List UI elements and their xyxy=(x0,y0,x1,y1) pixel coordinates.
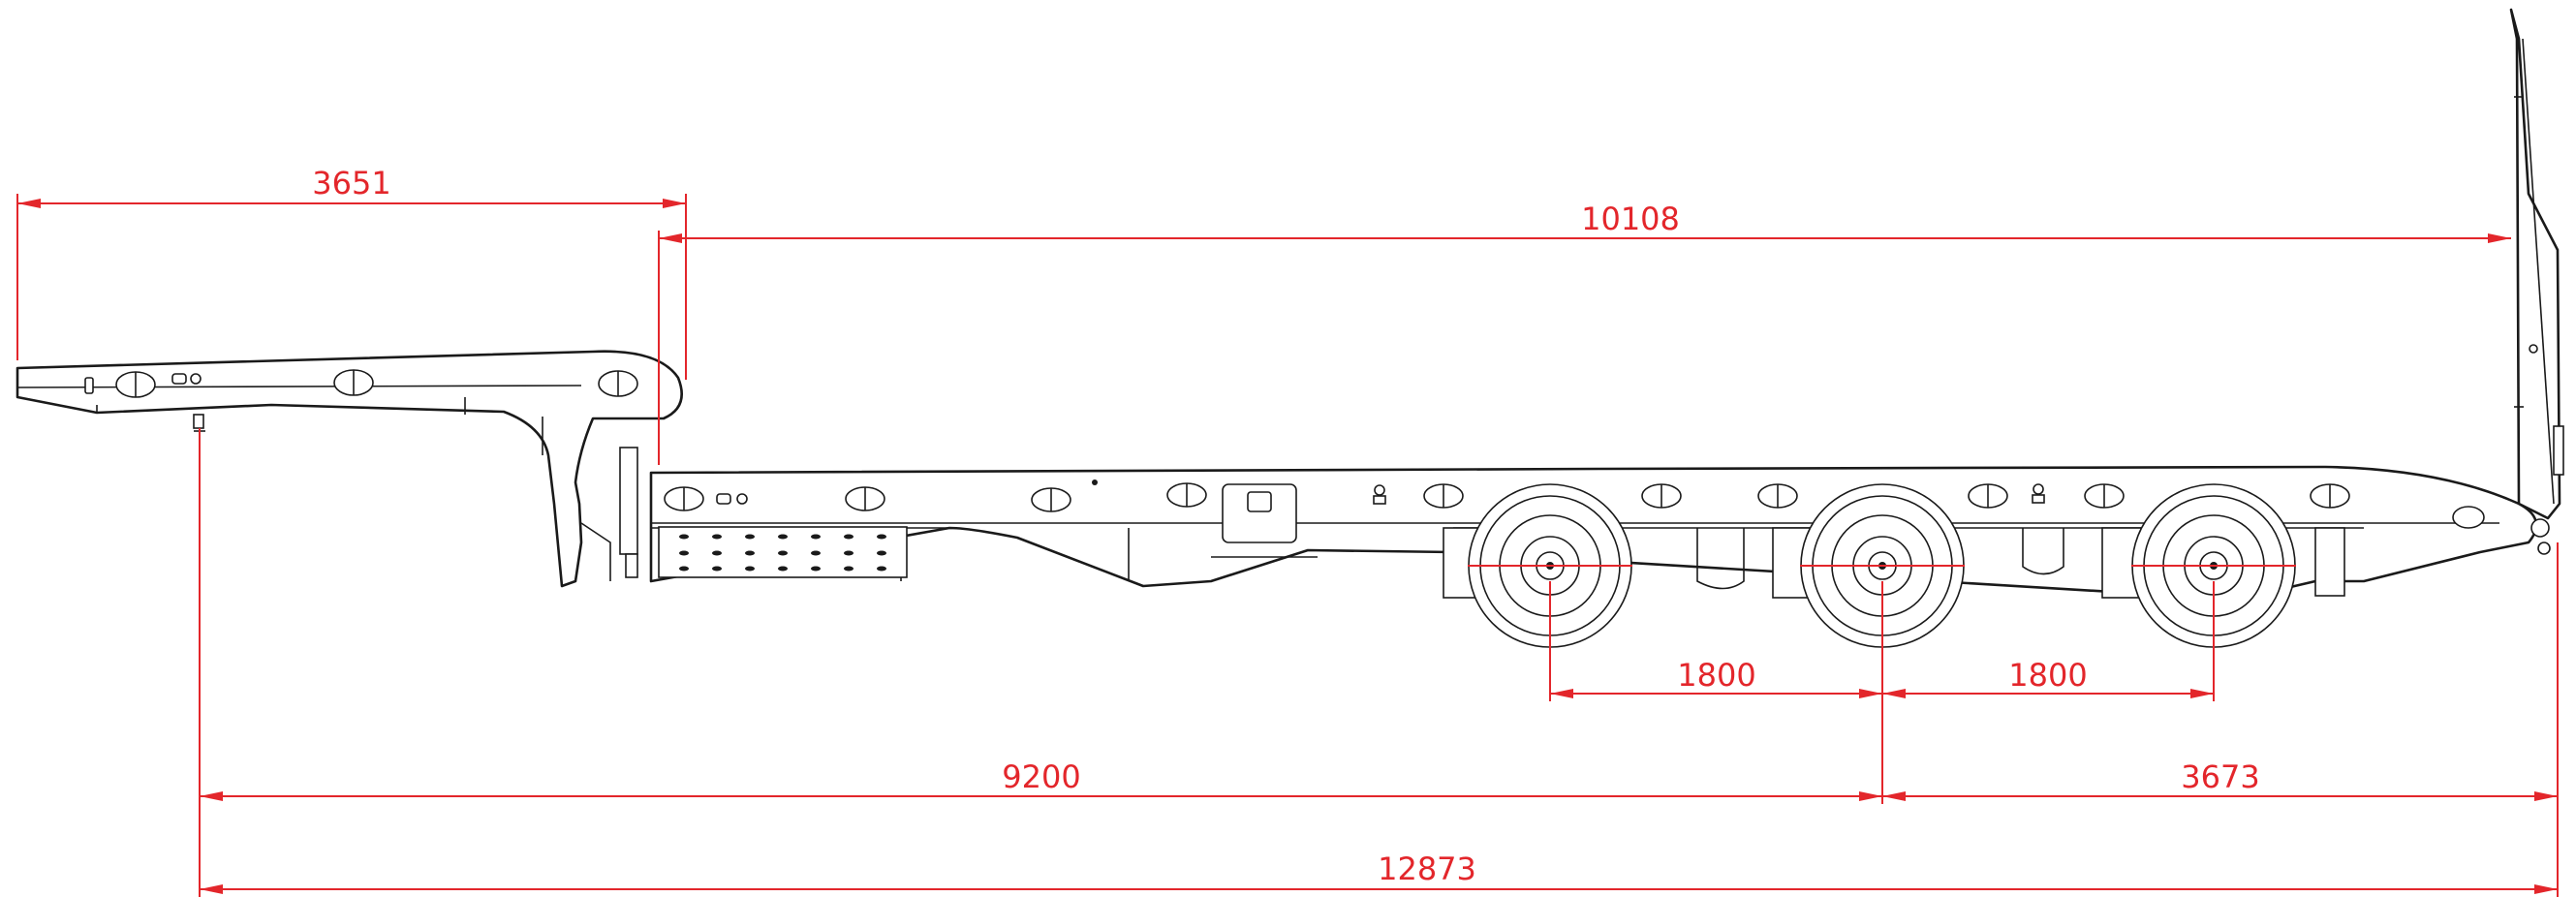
rear-ramp xyxy=(2509,8,2561,520)
dim-overall-label: 12873 xyxy=(1378,851,1476,887)
dim-kingpin-label: 9200 xyxy=(1002,758,1080,795)
dim-axle-2-label: 1800 xyxy=(2008,657,2087,694)
dim-gooseneck: 3651 xyxy=(16,165,687,380)
kingpin xyxy=(193,414,204,429)
dim-axle-1-label: 1800 xyxy=(1677,657,1755,694)
dim-kingpin: 9200 3673 xyxy=(199,428,2559,897)
perforation-dots xyxy=(679,534,886,572)
dimensions: 3651 10108 1800 1800 xyxy=(16,165,2559,897)
dim-deck: 10108 xyxy=(658,201,2511,465)
dim-overall: 12873 xyxy=(200,851,2558,894)
tool-box xyxy=(1222,483,1297,543)
dim-axles: 1800 1800 xyxy=(1549,581,2215,804)
deck-holes xyxy=(664,482,2485,529)
dim-deck-label: 10108 xyxy=(1581,201,1680,237)
dim-gooseneck-label: 3651 xyxy=(312,165,390,201)
gooseneck-deck xyxy=(16,350,683,588)
dim-rear-label: 3673 xyxy=(2181,758,2259,795)
wheels xyxy=(1468,483,2296,648)
